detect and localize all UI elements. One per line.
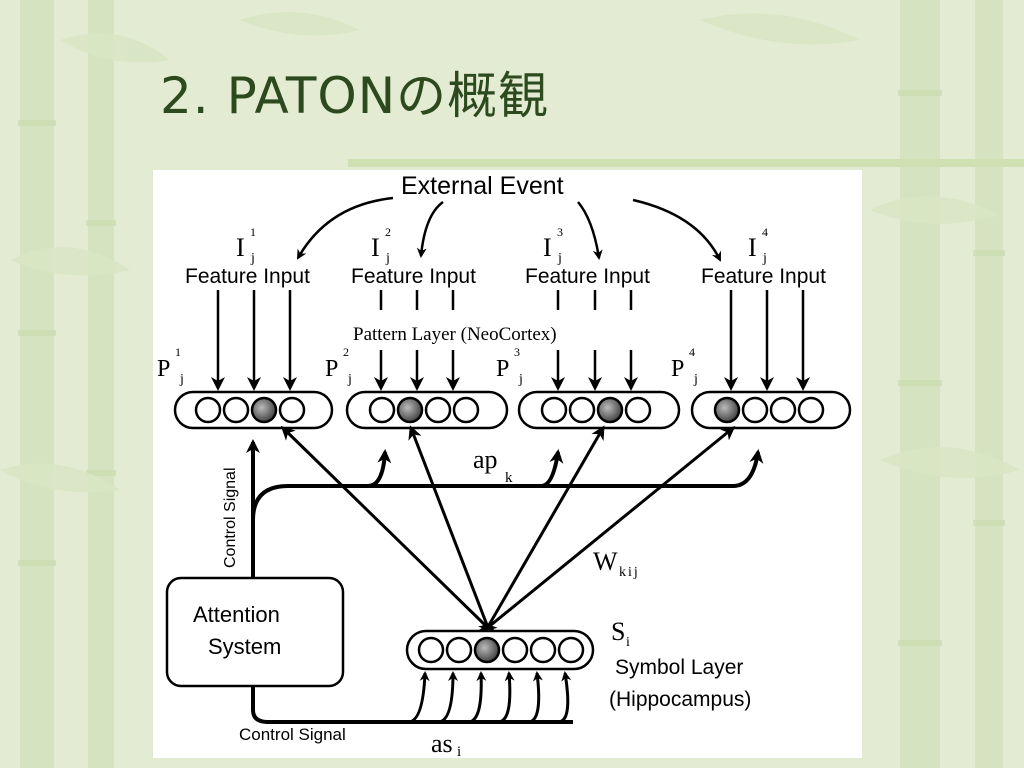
ap-k-label: ap k xyxy=(473,445,513,486)
slide-title: 2. PATONの概観 xyxy=(160,67,550,125)
svg-text:j: j xyxy=(557,251,562,266)
svg-text:I: I xyxy=(371,233,380,262)
as-i-label: as i xyxy=(431,729,461,758)
svg-text:3: 3 xyxy=(514,345,520,359)
svg-text:1: 1 xyxy=(250,225,256,239)
pattern-unit-2 xyxy=(345,390,509,430)
svg-text:P: P xyxy=(325,356,338,382)
svg-text:I: I xyxy=(236,233,245,262)
pattern-label-3: P 3 j xyxy=(496,345,523,387)
svg-text:W: W xyxy=(593,547,618,576)
attention-system-line2: System xyxy=(208,634,281,659)
as-i-arrows xyxy=(407,671,572,724)
svg-text:3: 3 xyxy=(557,225,563,239)
svg-text:I: I xyxy=(748,233,757,262)
svg-text:i: i xyxy=(457,744,461,758)
attention-system-line1: Attention xyxy=(193,602,280,627)
pattern-unit-1 xyxy=(173,390,334,430)
svg-text:j: j xyxy=(385,251,390,266)
svg-text:kij: kij xyxy=(619,565,640,580)
feature-input-label-4: Feature Input xyxy=(701,265,826,288)
svg-text:P: P xyxy=(496,356,509,382)
feature-input-label-1: Feature Input xyxy=(185,265,310,288)
pattern-layer-units xyxy=(173,390,852,430)
feature-input-labels: Feature Input Feature Input Feature Inpu… xyxy=(185,265,826,288)
svg-text:j: j xyxy=(179,372,184,387)
svg-text:S: S xyxy=(611,617,625,646)
svg-text:P: P xyxy=(157,356,170,382)
symbol-s-label: S i xyxy=(611,617,630,650)
external-event-label: External Event xyxy=(401,172,564,200)
svg-text:1: 1 xyxy=(175,345,181,359)
symbol-layer-unit xyxy=(405,629,595,671)
pattern-unit-4 xyxy=(690,390,852,430)
weight-arrows xyxy=(280,425,736,639)
pattern-unit-3 xyxy=(517,390,681,430)
control-signal-vertical-label: Control Signal xyxy=(222,468,239,569)
feature-input-label-3: Feature Input xyxy=(525,265,650,288)
pattern-label-1: P 1 j xyxy=(157,345,184,387)
input-label-1: I 1 j xyxy=(236,225,256,266)
svg-text:k: k xyxy=(505,470,513,486)
attention-system-box: Attention System xyxy=(165,576,345,688)
feature-input-label-2: Feature Input xyxy=(351,265,476,288)
feature-input-arrows xyxy=(211,290,810,391)
input-label-2: I 2 j xyxy=(371,225,391,266)
svg-text:P: P xyxy=(671,356,684,382)
pattern-labels: P 1 j P 2 j P 3 j P 4 j xyxy=(157,345,698,387)
weight-label: W kij xyxy=(593,547,640,580)
svg-text:ap: ap xyxy=(473,445,498,474)
svg-text:2: 2 xyxy=(385,225,391,239)
svg-text:j: j xyxy=(693,372,698,387)
pattern-label-4: P 4 j xyxy=(671,345,698,387)
svg-text:4: 4 xyxy=(689,345,695,359)
title-underline xyxy=(348,159,1024,167)
external-event-arrows xyxy=(296,196,722,262)
svg-text:j: j xyxy=(250,251,255,266)
svg-text:i: i xyxy=(626,635,630,650)
paton-diagram: External Event I 1 j I 2 j I 3 j I 4 j F… xyxy=(153,170,862,758)
svg-text:j: j xyxy=(347,372,352,387)
svg-text:2: 2 xyxy=(343,345,349,359)
svg-text:4: 4 xyxy=(762,225,768,239)
svg-text:I: I xyxy=(543,233,552,262)
pattern-label-2: P 2 j xyxy=(325,345,352,387)
control-signal-horizontal-label: Control Signal xyxy=(239,725,346,744)
input-labels: I 1 j I 2 j I 3 j I 4 j xyxy=(236,225,768,266)
pattern-layer-label: Pattern Layer (NeoCortex) xyxy=(353,324,557,345)
svg-text:as: as xyxy=(431,729,453,758)
symbol-layer-label-line1: Symbol Layer xyxy=(615,656,743,679)
input-label-4: I 4 j xyxy=(748,225,768,266)
svg-text:j: j xyxy=(762,251,767,266)
symbol-layer-label-line2: (Hippocampus) xyxy=(609,688,751,711)
input-label-3: I 3 j xyxy=(543,225,563,266)
svg-text:j: j xyxy=(518,372,523,387)
